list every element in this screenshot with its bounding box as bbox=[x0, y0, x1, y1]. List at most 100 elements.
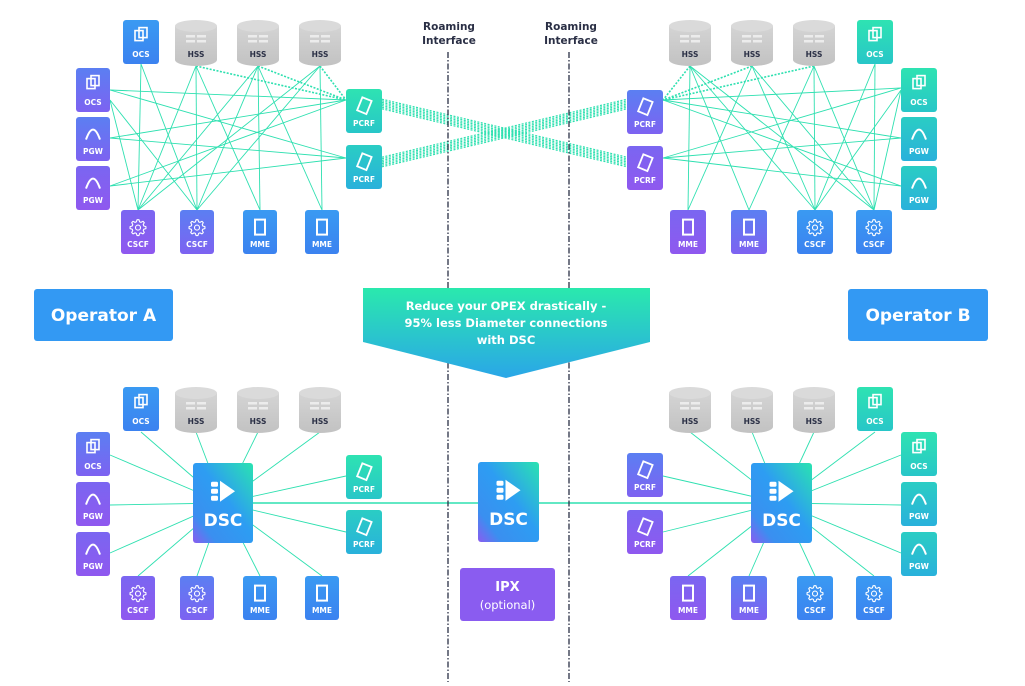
hss-label: HSS bbox=[806, 50, 823, 59]
mme-device-icon bbox=[743, 584, 755, 602]
hss-label: HSS bbox=[744, 50, 761, 59]
database-cylinder-icon bbox=[237, 26, 279, 66]
dsc-router-icon bbox=[211, 480, 235, 502]
mme-device-icon bbox=[254, 584, 266, 602]
pcrf-node: PCRF bbox=[627, 510, 663, 554]
roaming-label-line1: Roaming bbox=[545, 21, 597, 33]
database-cylinder-icon bbox=[669, 26, 711, 66]
connection bbox=[319, 65, 323, 211]
hss-label: HSS bbox=[312, 417, 329, 426]
connection bbox=[662, 99, 902, 187]
mme-node: MME bbox=[731, 576, 767, 620]
connection bbox=[813, 65, 875, 211]
connection bbox=[689, 65, 750, 211]
pgw-label: PGW bbox=[909, 512, 930, 521]
hss-label: HSS bbox=[744, 417, 761, 426]
cscf-node: CSCF bbox=[180, 210, 214, 254]
pgw-arch-icon bbox=[911, 177, 927, 189]
pcrf-node: PCRF bbox=[346, 89, 382, 133]
roaming-interface-label-right: Roaming Interface bbox=[544, 21, 598, 47]
ocs-node: OCS bbox=[123, 387, 159, 431]
connection bbox=[137, 65, 321, 211]
hss-label: HSS bbox=[682, 50, 699, 59]
ocs-label: OCS bbox=[132, 417, 149, 426]
connection bbox=[257, 65, 261, 211]
mme-node: MME bbox=[305, 576, 339, 620]
pcrf-label: PCRF bbox=[634, 176, 656, 185]
gear-icon bbox=[806, 585, 824, 603]
mme-label: MME bbox=[312, 240, 332, 249]
mme-device-icon bbox=[682, 584, 694, 602]
connection bbox=[873, 63, 876, 211]
dotted-connection bbox=[662, 65, 815, 101]
hss-node: HSS bbox=[175, 20, 217, 66]
pgw-node: PGW bbox=[901, 532, 937, 576]
hss-label: HSS bbox=[250, 417, 267, 426]
ocs-node: OCS bbox=[123, 20, 159, 64]
dsc-label: DSC bbox=[204, 511, 243, 531]
pgw-node: PGW bbox=[901, 166, 937, 210]
operator-b-label: Operator B bbox=[848, 289, 988, 341]
hss-label: HSS bbox=[188, 50, 205, 59]
hss-node: HSS bbox=[793, 20, 835, 66]
connection bbox=[662, 87, 902, 101]
cscf-node: CSCF bbox=[121, 210, 155, 254]
database-cylinder-icon bbox=[731, 26, 773, 66]
gear-icon bbox=[188, 219, 206, 237]
ocs-label: OCS bbox=[132, 50, 149, 59]
banner-line1: Reduce your OPEX drastically - bbox=[406, 299, 607, 313]
pcrf-card-icon bbox=[355, 517, 373, 537]
mme-device-icon bbox=[316, 218, 328, 236]
connection bbox=[257, 65, 323, 211]
gear-icon bbox=[129, 585, 147, 603]
roaming-dividers bbox=[447, 52, 570, 682]
mme-node: MME bbox=[731, 210, 767, 254]
banner-line2: 95% less Diameter connections bbox=[404, 316, 607, 330]
database-cylinder-icon bbox=[175, 393, 217, 433]
pgw-label: PGW bbox=[83, 196, 104, 205]
connection bbox=[196, 65, 259, 211]
roaming-label-line2: Interface bbox=[544, 35, 598, 47]
connection bbox=[195, 65, 261, 211]
hss-node: HSS bbox=[669, 20, 711, 66]
hss-node: HSS bbox=[299, 20, 341, 66]
mme-label: MME bbox=[250, 240, 270, 249]
connection bbox=[140, 63, 198, 211]
operator-a-label: Operator A bbox=[34, 289, 173, 341]
dotted-connection bbox=[319, 65, 347, 101]
mme-label: MME bbox=[678, 240, 698, 249]
pcrf-label: PCRF bbox=[634, 540, 656, 549]
database-cylinder-icon bbox=[731, 393, 773, 433]
connection bbox=[687, 65, 691, 211]
dsc-label: DSC bbox=[762, 511, 801, 531]
ocs-label: OCS bbox=[84, 98, 101, 107]
cscf-label: CSCF bbox=[804, 240, 826, 249]
pcrf-card-icon bbox=[636, 517, 654, 537]
pgw-node: PGW bbox=[76, 482, 110, 526]
cscf-label: CSCF bbox=[804, 606, 826, 615]
operator-a-text: Operator A bbox=[51, 306, 157, 326]
gear-icon bbox=[865, 585, 883, 603]
dotted-connection bbox=[257, 65, 347, 101]
dsc-central: DSC bbox=[478, 462, 539, 542]
pgw-label: PGW bbox=[909, 147, 930, 156]
dotted-connection bbox=[195, 65, 347, 101]
cscf-label: CSCF bbox=[186, 240, 208, 249]
pcrf-card-icon bbox=[355, 96, 373, 116]
database-cylinder-icon bbox=[299, 26, 341, 66]
ocs-node: OCS bbox=[901, 432, 937, 476]
connection bbox=[109, 137, 347, 159]
connection bbox=[662, 157, 902, 187]
pgw-arch-icon bbox=[85, 128, 101, 140]
database-cylinder-icon bbox=[793, 393, 835, 433]
mme-device-icon bbox=[743, 218, 755, 236]
hss-label: HSS bbox=[312, 50, 329, 59]
pgw-node: PGW bbox=[901, 482, 937, 526]
dsc-router-icon bbox=[496, 479, 521, 501]
hss-node: HSS bbox=[669, 387, 711, 433]
pcrf-node: PCRF bbox=[627, 90, 663, 134]
hss-label: HSS bbox=[682, 417, 699, 426]
pgw-node: PGW bbox=[76, 532, 110, 576]
ocs-label: OCS bbox=[866, 50, 883, 59]
